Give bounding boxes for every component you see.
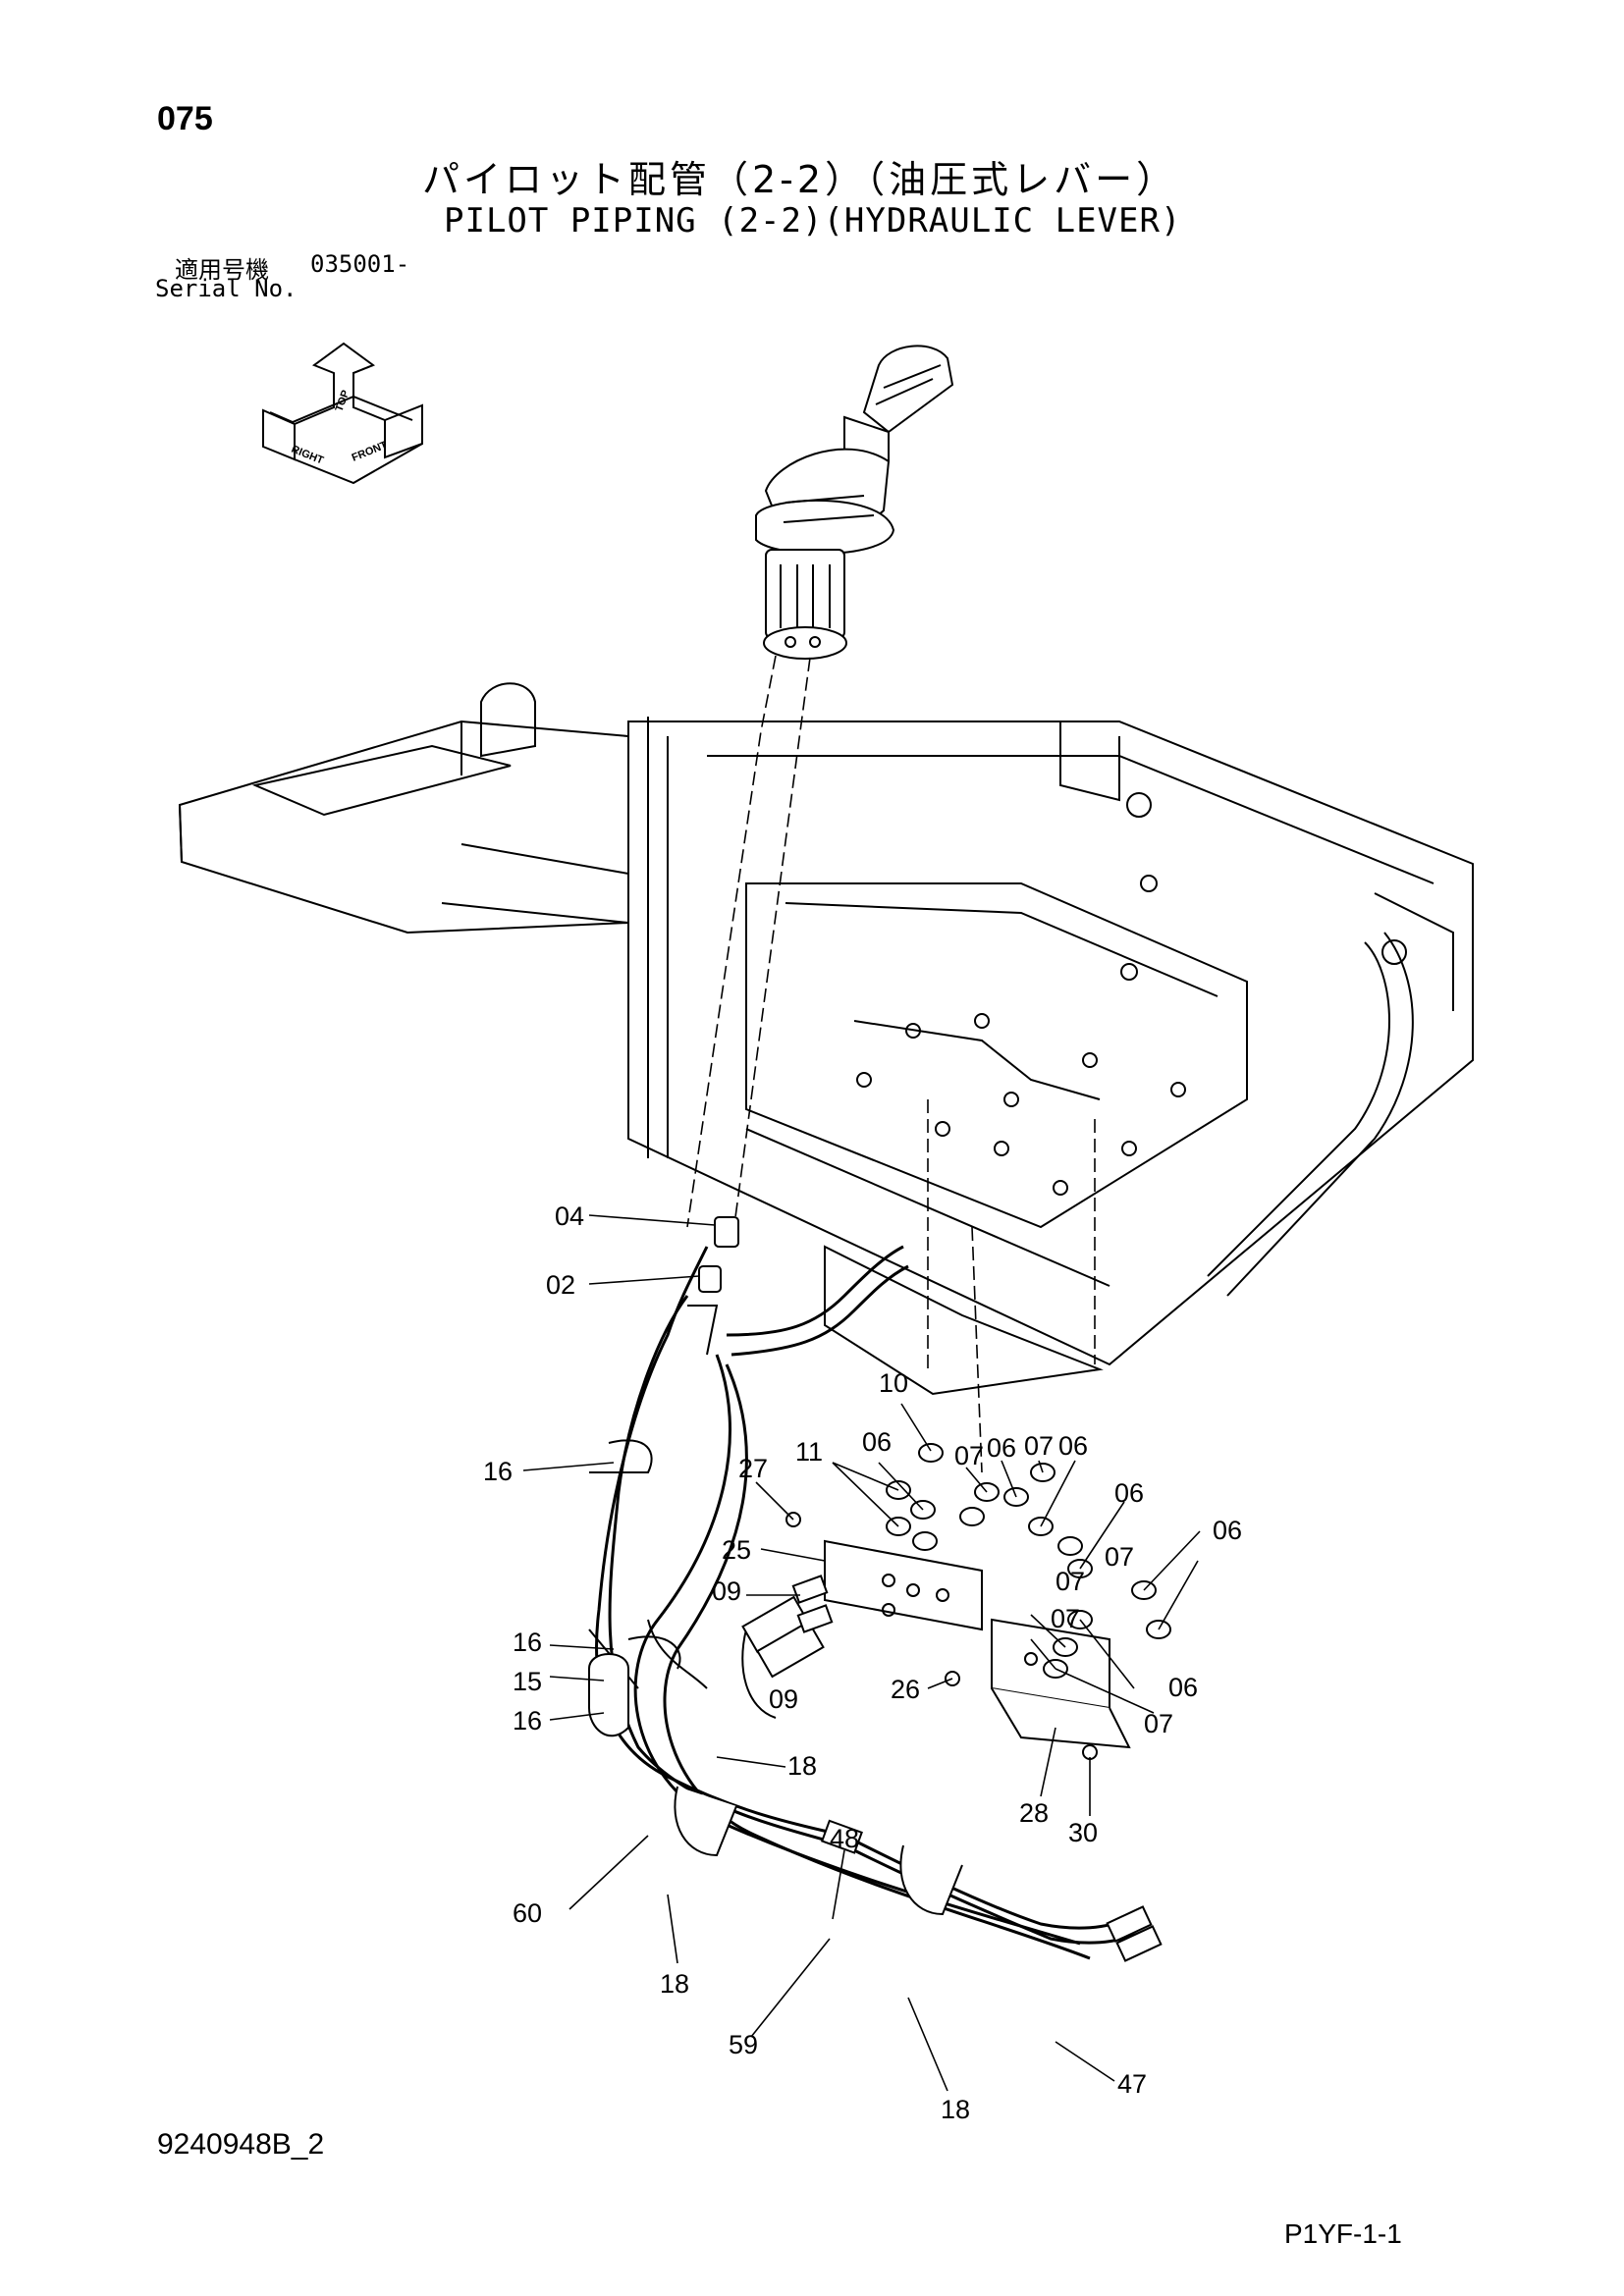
orientation-top-label: TOP (334, 389, 352, 413)
callout-06: 06 (1168, 1673, 1198, 1702)
callout-06: 06 (862, 1427, 892, 1457)
page-code: P1YF-1-1 (1284, 2218, 1402, 2249)
callout-10: 10 (879, 1368, 908, 1398)
callout-16: 16 (513, 1628, 542, 1657)
callout-47: 47 (1117, 2069, 1147, 2099)
callout-07: 07 (1024, 1431, 1054, 1461)
drawing-number: 9240948B_2 (157, 2128, 325, 2161)
page-number: 075 (157, 100, 213, 137)
callout-27: 27 (738, 1454, 768, 1483)
title-japanese: パイロット配管（2-2）（油圧式レバー） (422, 158, 1178, 201)
callout-07: 07 (1056, 1567, 1085, 1596)
callout-numbers: 04 02 10 11 06 07 06 07 06 06 07 06 27 2… (483, 1201, 1242, 2124)
control-lever (755, 345, 954, 660)
callout-16: 16 (513, 1706, 542, 1735)
callout-07: 07 (954, 1441, 984, 1470)
callout-15: 15 (513, 1667, 542, 1696)
callout-59: 59 (729, 2030, 758, 2059)
callout-06: 06 (1058, 1431, 1088, 1461)
callout-06: 06 (1213, 1516, 1242, 1545)
callout-16: 16 (483, 1457, 513, 1486)
callout-26: 26 (891, 1675, 920, 1704)
callout-25: 25 (722, 1535, 751, 1565)
swivel-fittings (687, 1216, 739, 1356)
serial-label-japanese: 適用号機 (175, 256, 269, 284)
callout-06: 06 (1114, 1478, 1144, 1508)
callout-07: 07 (1105, 1542, 1134, 1572)
callout-18: 18 (660, 1969, 689, 1999)
serial-label-english: Serial No. (155, 275, 298, 302)
valve-bracket-assembly (785, 1443, 1171, 1760)
callout-09: 09 (769, 1684, 798, 1714)
floor-frame (178, 682, 1474, 1396)
callout-48: 48 (830, 1824, 859, 1853)
callout-06: 06 (987, 1433, 1016, 1463)
callout-07: 07 (1051, 1604, 1080, 1633)
callout-60: 60 (513, 1898, 542, 1928)
orientation-front-label: FRONT (351, 439, 390, 463)
callout-leaders (522, 1214, 1201, 2092)
serial-value: 035001- (310, 250, 410, 278)
orientation-arrows-icon: TOP RIGHT FRONT (262, 342, 423, 485)
callout-18: 18 (787, 1751, 817, 1781)
callout-18: 18 (941, 2095, 970, 2124)
callout-28: 28 (1019, 1798, 1049, 1828)
pilot-hoses (588, 1245, 1163, 1962)
callout-07: 07 (1144, 1709, 1173, 1738)
callout-09: 09 (712, 1576, 741, 1606)
title-english: PILOT PIPING (2-2)(HYDRAULIC LEVER) (444, 201, 1182, 240)
callout-11: 11 (795, 1437, 823, 1467)
orientation-right-label: RIGHT (290, 444, 325, 467)
callout-02: 02 (546, 1270, 575, 1300)
callout-30: 30 (1068, 1818, 1098, 1847)
callout-04: 04 (555, 1201, 584, 1231)
